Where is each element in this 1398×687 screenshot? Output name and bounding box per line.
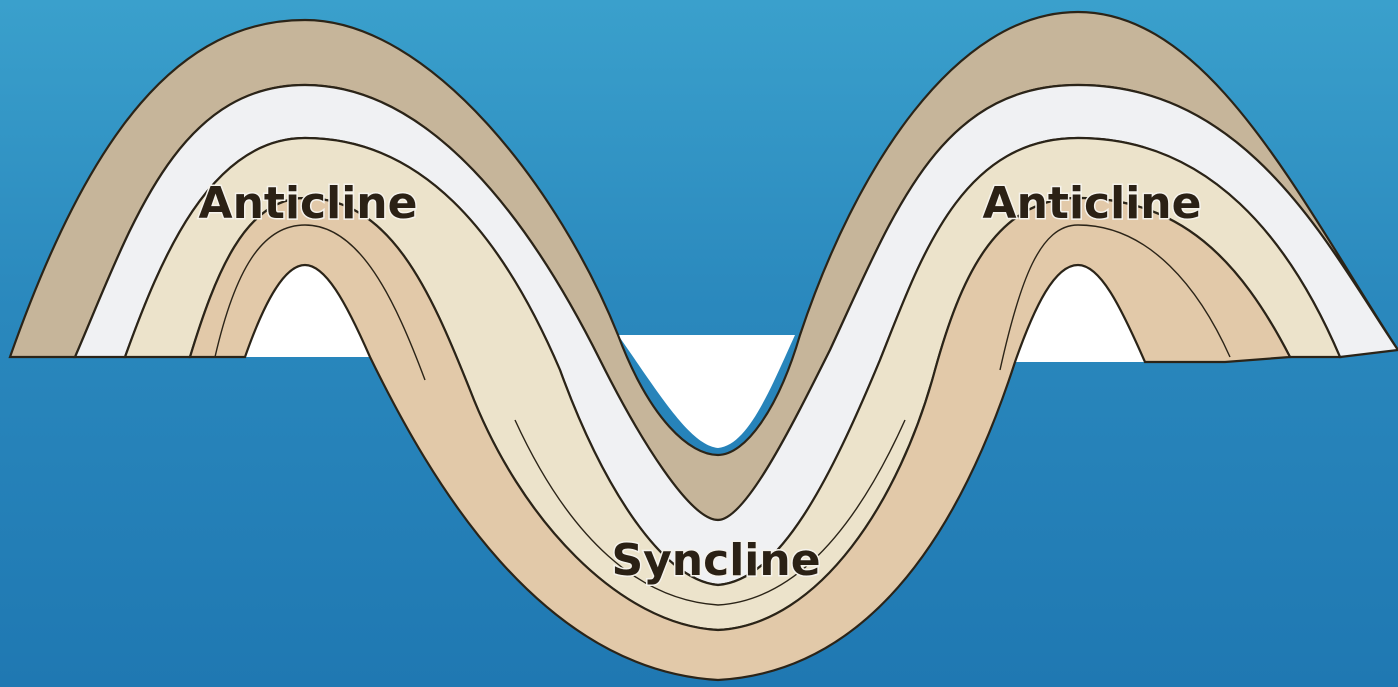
anticline-right-label: Anticline — [983, 178, 1202, 229]
anticline-left-label: Anticline — [199, 178, 418, 229]
syncline-label: Syncline — [611, 535, 820, 586]
